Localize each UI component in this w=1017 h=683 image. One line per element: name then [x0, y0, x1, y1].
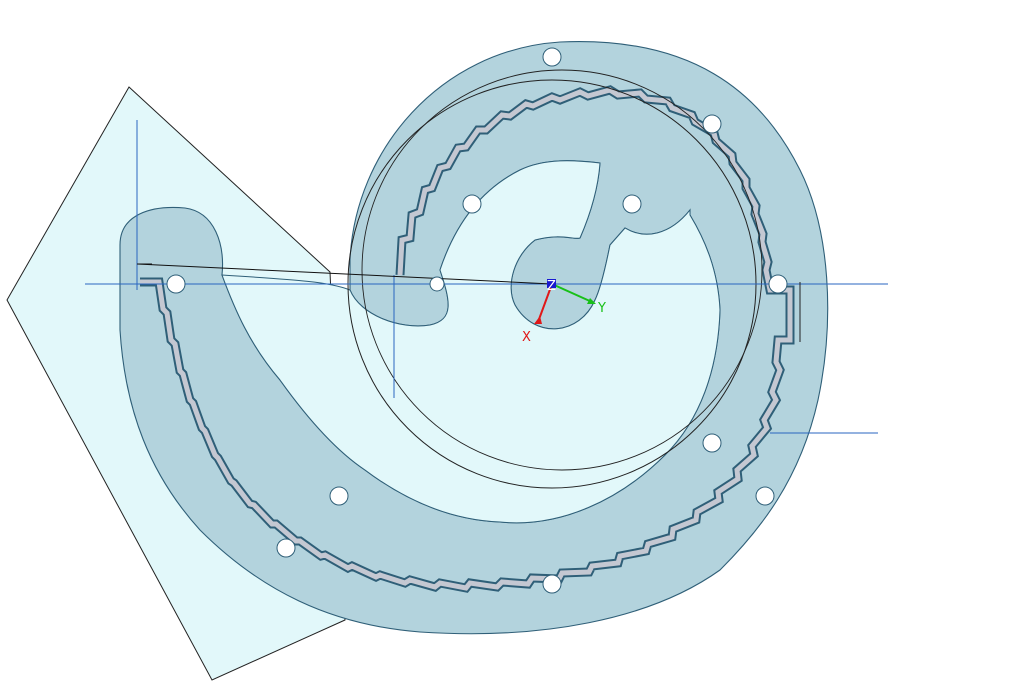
triad-y-axis [551, 283, 593, 303]
bolt-hole[interactable] [429, 276, 445, 292]
bolt-hole[interactable] [166, 274, 186, 294]
coordinate-triad: X Y Z [522, 279, 606, 345]
scroll-inner-cutout [221, 160, 721, 524]
bolt-hole[interactable] [276, 538, 296, 558]
triad-z-origin [547, 279, 556, 288]
gasket-groove-center [140, 87, 793, 591]
triad-y-arrowhead [587, 298, 596, 304]
triad-x-axis [537, 283, 553, 323]
bolt-hole[interactable] [768, 274, 788, 294]
bolt-hole[interactable] [462, 194, 482, 214]
bolt-hole[interactable] [702, 433, 722, 453]
bolt-hole[interactable] [622, 194, 642, 214]
bolt-hole[interactable] [702, 114, 722, 134]
triad-z-label: Z [547, 279, 556, 294]
bolt-holes [166, 47, 788, 594]
bolt-hole[interactable] [542, 47, 562, 67]
bolt-hole[interactable] [542, 574, 562, 594]
triad-x-label: X [522, 330, 531, 345]
triad-y-label: Y [597, 301, 606, 316]
triad-x-arrowhead [534, 316, 542, 324]
bolt-hole[interactable] [329, 486, 349, 506]
sketch-circle-outer[interactable] [361, 69, 763, 471]
bolt-hole[interactable] [755, 486, 775, 506]
sketch-radius-line[interactable] [136, 263, 553, 285]
